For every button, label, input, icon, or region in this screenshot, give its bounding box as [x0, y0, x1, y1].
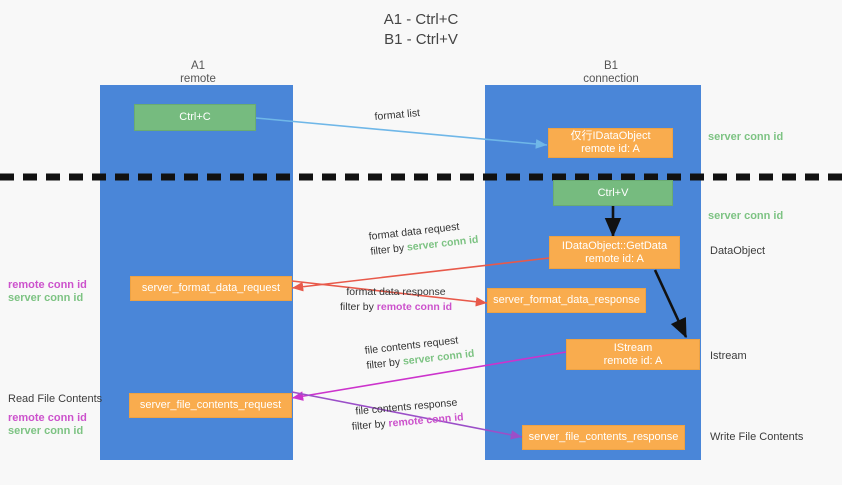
- column-header-b1: B1 connection: [583, 60, 639, 85]
- label-dataobject: DataObject: [710, 245, 766, 257]
- edge-label-file-contents-response: file contents response filter by remote …: [350, 395, 464, 435]
- label-remote-conn-id-2: remote conn id: [8, 412, 87, 424]
- label-remote-conn-id-1: remote conn id: [8, 279, 87, 291]
- fdres-filter-value: remote conn id: [376, 301, 453, 313]
- phase-divider: [0, 168, 842, 181]
- label-read-file-contents: Read File Contents: [8, 393, 103, 405]
- edge-label-fdres-line2: filter by remote conn id: [340, 300, 452, 315]
- label-server-conn-id-2: server conn id: [8, 425, 84, 437]
- page-title: A1 - Ctrl+C B1 - Ctrl+V: [383, 11, 459, 48]
- edge-label-format-list: format list: [374, 106, 421, 125]
- edge-label-file-contents-request: file contents request filter by server c…: [364, 332, 475, 374]
- label-server-conn-id-top: server conn id: [708, 131, 784, 143]
- column-header-a1: A1 remote: [180, 60, 216, 85]
- edge-label-format-data-response: format data response filter by remote co…: [340, 285, 452, 315]
- edge-label-format-data-request: format data request filter by server con…: [368, 218, 479, 260]
- label-istream: Istream: [710, 350, 747, 362]
- label-write-file-contents: Write File Contents: [710, 431, 804, 443]
- fdreq-filter-prefix: filter by: [369, 241, 408, 258]
- fcreq-filter-prefix: filter by: [365, 355, 404, 372]
- fdres-filter-prefix: filter by: [340, 301, 377, 313]
- node-istream[interactable]: IStream remote id: A: [566, 339, 700, 370]
- node-server-file-contents-response[interactable]: server_file_contents_response: [522, 425, 685, 450]
- fcres-filter-prefix: filter by: [351, 417, 390, 433]
- node-idataobject-top[interactable]: 仅行IDataObject remote id: A: [548, 128, 673, 158]
- edge-label-fdres-line1: format data response: [346, 286, 446, 298]
- node-server-format-data-request[interactable]: server_format_data_request: [130, 276, 292, 301]
- node-server-file-contents-request[interactable]: server_file_contents_request: [129, 393, 292, 418]
- edge-label-format-list-text: format list: [374, 107, 421, 123]
- label-server-conn-id-mid: server conn id: [708, 210, 784, 222]
- node-server-format-data-response[interactable]: server_format_data_response: [487, 288, 646, 313]
- node-ctrl-v[interactable]: Ctrl+V: [553, 180, 673, 206]
- node-idataobject-getdata[interactable]: IDataObject::GetData remote id: A: [549, 236, 680, 269]
- node-ctrl-c[interactable]: Ctrl+C: [134, 104, 256, 131]
- label-server-conn-id-1: server conn id: [8, 292, 84, 304]
